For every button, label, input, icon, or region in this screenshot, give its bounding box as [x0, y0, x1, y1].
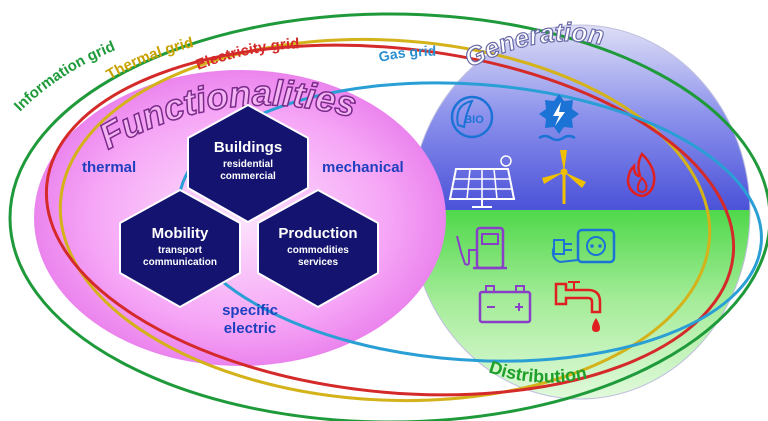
- fuel-pump-icon: [456, 226, 507, 270]
- hexagon-mobility-line1: transport: [158, 245, 203, 256]
- specific-label: specific: [222, 302, 278, 319]
- hexagon-production: Production commodities services: [257, 188, 379, 309]
- information-grid-ring: [8, 12, 768, 421]
- electricity-grid-ring: [44, 43, 736, 397]
- hexagon-mobility-title: Mobility: [152, 225, 209, 242]
- hexagon-buildings-title: Buildings: [214, 139, 282, 156]
- thermal-label: thermal: [82, 159, 136, 176]
- hydro-icon: [538, 94, 579, 142]
- bio-icon: BIO: [450, 95, 494, 139]
- electric-plug-socket-icon: [551, 228, 616, 264]
- hexagon-buildings: Buildings residential commercial: [187, 103, 309, 224]
- hexagon-production-title: Production: [278, 225, 357, 242]
- electric-label: electric: [224, 320, 277, 337]
- water-tap-icon: [554, 281, 602, 332]
- hexagon-production-line1: commodities: [287, 245, 349, 256]
- hexagon-mobility-line2: communication: [143, 257, 217, 268]
- thermal-grid-label: Thermal grid: [103, 34, 195, 83]
- solar-panel-icon: [448, 155, 516, 208]
- thermal-grid-ring: [58, 37, 712, 403]
- hexagon-buildings-line1: residential: [223, 159, 273, 170]
- hexagon-production-line2: services: [298, 257, 338, 268]
- bio-icon-text: BIO: [464, 114, 484, 126]
- generation-distribution-circle: [410, 25, 750, 399]
- wind-turbine-icon: [542, 150, 586, 204]
- battery-icon: [478, 285, 532, 324]
- mechanical-label: mechanical: [322, 159, 404, 176]
- flame-icon: [626, 151, 656, 198]
- electricity-grid-label: Electricity grid: [193, 35, 299, 73]
- hexagon-buildings-line2: commercial: [220, 171, 276, 182]
- hexagon-mobility: Mobility transport communication: [119, 188, 241, 309]
